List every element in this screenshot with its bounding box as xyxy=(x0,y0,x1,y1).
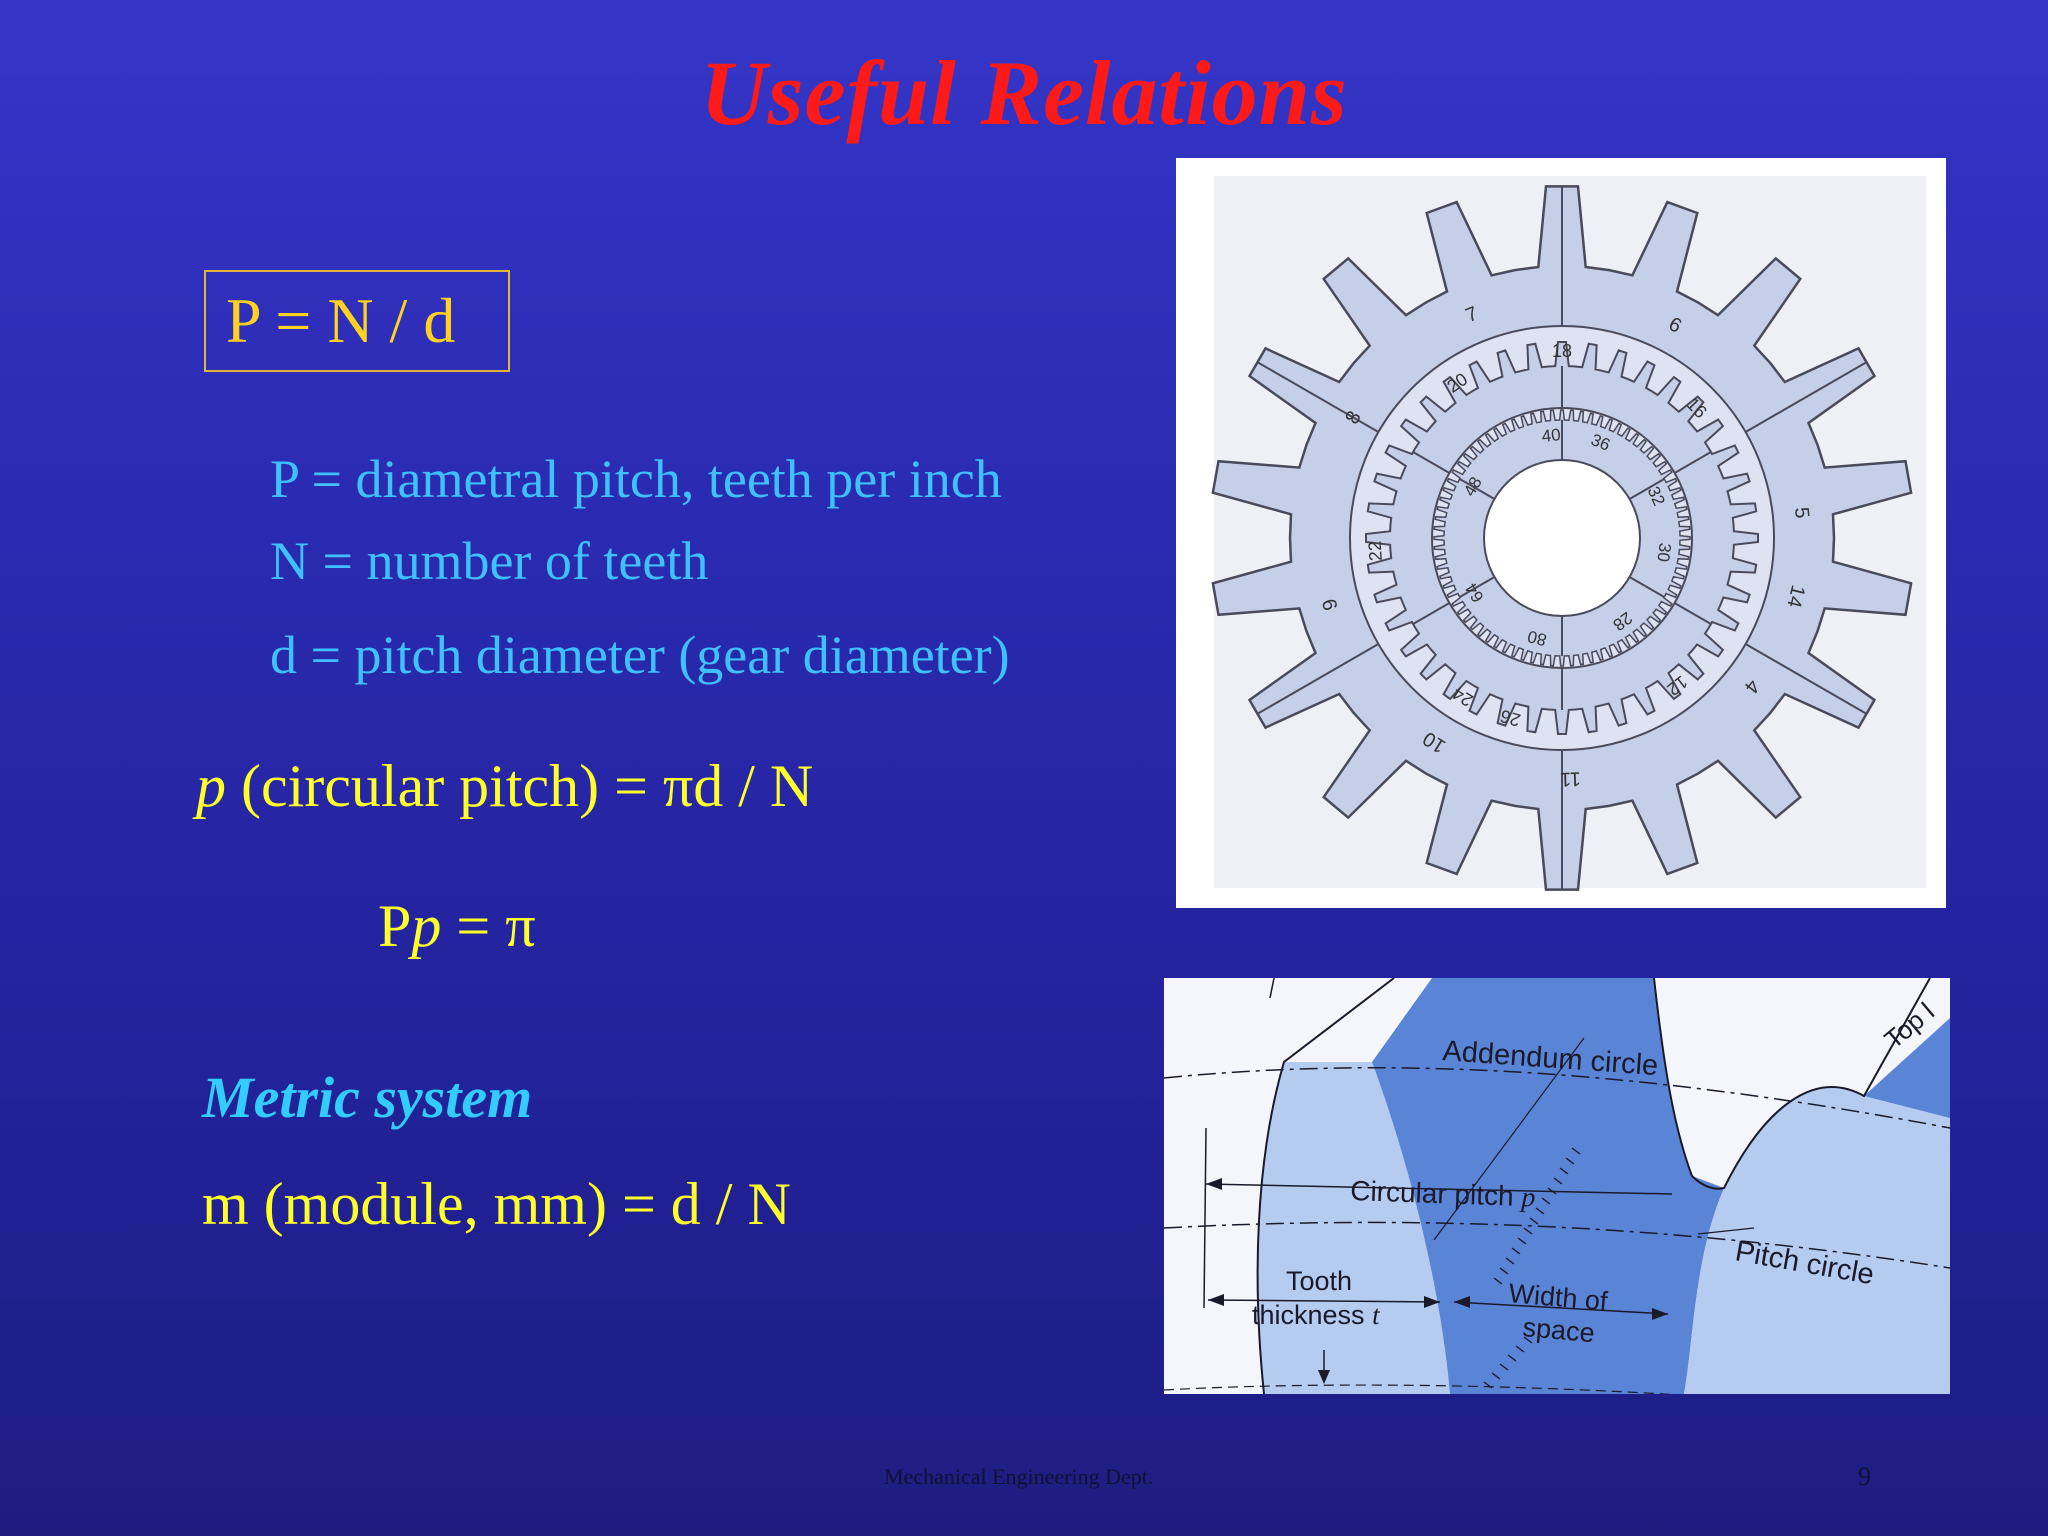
tooth-left xyxy=(1257,1062,1450,1394)
pitch-relation-formula: Pp = π xyxy=(378,892,536,961)
middle-gear-tooth-count-label: 22 xyxy=(1365,540,1386,561)
gear-spoke-line xyxy=(1745,643,1868,715)
tooth-right xyxy=(1684,1087,1950,1394)
width-of-space-label-line2: space xyxy=(1521,1312,1595,1348)
gear-spoke-line xyxy=(1459,478,1495,500)
mesh-hatch-mark xyxy=(1499,1363,1509,1371)
tooth-thickness-label-line2: thickness t xyxy=(1252,1300,1381,1330)
inner-gear-tooth-count-label: 80 xyxy=(1526,626,1549,649)
mesh-hatch-mark xyxy=(1523,1227,1533,1235)
mesh-hatch-mark xyxy=(1499,1267,1509,1275)
mesh-hatch-mark xyxy=(1553,1177,1563,1185)
slide-title: Useful Relations xyxy=(700,42,1348,144)
boxed-formula: P = N / d xyxy=(204,270,510,372)
mesh-hatch-mark xyxy=(1529,1217,1539,1225)
definition-pitch-diameter: d = pitch diameter (gear diameter) xyxy=(270,625,1010,685)
metric-system-heading: Metric system xyxy=(202,1065,533,1130)
gear-spoke-line xyxy=(1412,451,1450,474)
mesh-hatch-mark xyxy=(1571,1147,1581,1155)
mesh-hatch-mark xyxy=(1505,1257,1515,1265)
mesh-hatch-mark xyxy=(1493,1277,1503,1285)
mesh-hatch-mark xyxy=(1565,1157,1575,1165)
definition-number-of-teeth: N = number of teeth xyxy=(270,531,709,591)
mesh-hatch-mark xyxy=(1547,1187,1557,1195)
mesh-hatch-mark xyxy=(1559,1167,1569,1175)
middle-gear-tooth-count-label: 18 xyxy=(1552,341,1572,361)
mesh-hatch-mark xyxy=(1511,1247,1521,1255)
outer-gear-tooth-count-label: 11 xyxy=(1560,767,1582,790)
inner-gear-tooth-count-label: 30 xyxy=(1653,542,1674,563)
mesh-hatch-mark xyxy=(1507,1354,1517,1362)
tooth-thickness-label-line1: Tooth xyxy=(1286,1266,1352,1296)
relation-symbol: p xyxy=(411,893,442,959)
gear-spoke-line xyxy=(1459,576,1495,598)
relation-prefix: P xyxy=(378,893,412,959)
circular-pitch-formula: p (circular pitch) = πd / N xyxy=(196,752,813,821)
gear-spoke-line xyxy=(1674,602,1712,625)
mesh-hatch-mark xyxy=(1515,1345,1525,1353)
gear-spoke-line xyxy=(1256,361,1379,433)
module-formula: m (module, mm) = d / N xyxy=(202,1171,791,1237)
mesh-hatch-mark xyxy=(1483,1381,1493,1389)
mesh-hatch-mark xyxy=(1523,1336,1533,1344)
outer-gear-tooth-count-label: 14 xyxy=(1782,583,1809,610)
footer-department: Mechanical Engineering Dept. xyxy=(884,1464,1154,1489)
mesh-hatch-mark xyxy=(1517,1237,1527,1245)
circular-pitch-label: Circular pitch p xyxy=(1350,1175,1536,1213)
gear-spoke-line xyxy=(1629,478,1665,500)
mesh-hatch-mark xyxy=(1541,1197,1551,1205)
gear-spoke-line xyxy=(1412,602,1450,625)
mesh-hatch-mark xyxy=(1491,1372,1501,1380)
gear-spoke-line xyxy=(1674,451,1712,474)
tooth-nomenclature-figure: Addendum circle Circular pitch p Pitch c… xyxy=(1164,978,1950,1394)
gear-spoke-line xyxy=(1745,361,1868,433)
tooth-nomenclature-illustration: Addendum circle Circular pitch p Pitch c… xyxy=(1164,978,1950,1394)
inner-gear-tooth-count-label: 40 xyxy=(1541,425,1562,446)
tooth-space xyxy=(1372,978,1724,1394)
gear-spoke-line xyxy=(1629,576,1665,598)
page-number: 9 xyxy=(1858,1462,1871,1491)
relation-suffix: = π xyxy=(441,893,536,959)
outer-gear-tooth-count-label: 5 xyxy=(1790,506,1813,519)
circular-pitch-text: (circular pitch) = πd / N xyxy=(226,753,814,819)
circular-pitch-symbol: p xyxy=(196,753,226,819)
mesh-hatch-mark xyxy=(1535,1207,1545,1215)
gear-spoke-line xyxy=(1256,643,1379,715)
definition-diametral-pitch: P = diametral pitch, teeth per inch xyxy=(270,449,1002,509)
